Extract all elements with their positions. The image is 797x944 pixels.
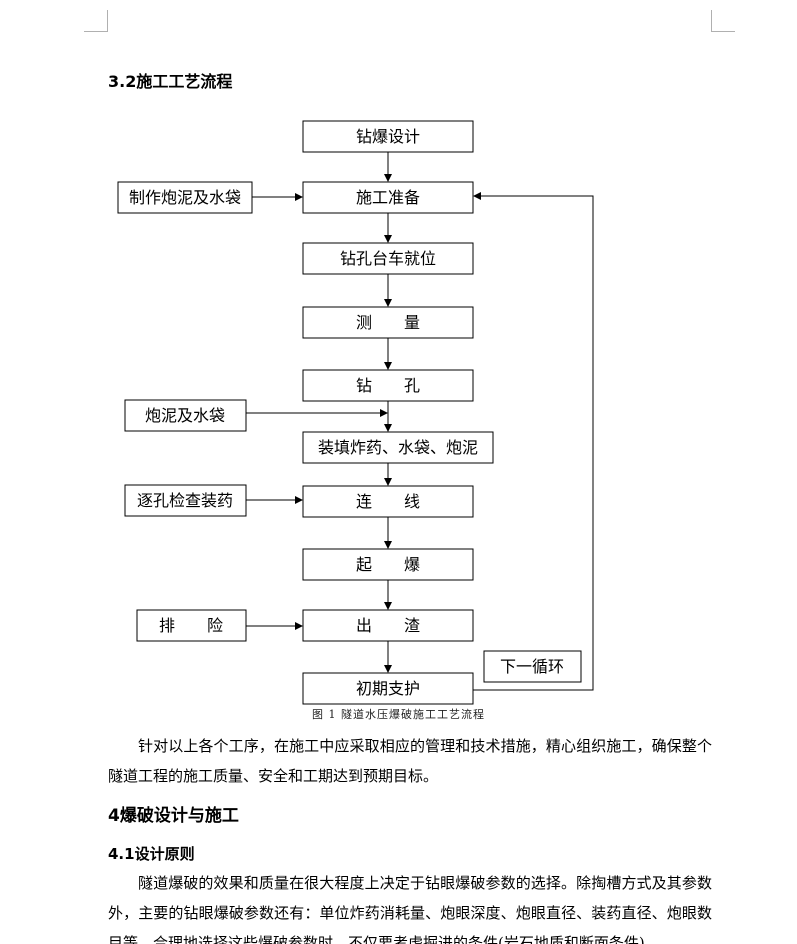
svg-text:炮泥及水袋: 炮泥及水袋 — [145, 406, 225, 425]
step-initial-support: 初期支护 — [302, 672, 474, 705]
page-corner-mark — [711, 31, 735, 32]
body-paragraph: 针对以上各个工序，在施工中应采取相应的管理和技术措施，精心组织施工，确保整个隧道… — [108, 737, 712, 785]
step-construction-prep: 施工准备 — [302, 181, 474, 214]
step-mucking: 出 渣 — [302, 609, 474, 642]
svg-text:装填炸药、水袋、炮泥: 装填炸药、水袋、炮泥 — [318, 438, 478, 457]
section-heading-4-1: 4.1设计原则 — [108, 845, 195, 863]
svg-text:连 线: 连 线 — [356, 492, 420, 511]
flow-arrows — [246, 152, 594, 691]
loop-label-next-cycle: 下一循环 — [483, 650, 582, 683]
input-stemming-waterbags: 炮泥及水袋 — [124, 399, 247, 432]
page-corner-mark — [84, 31, 108, 32]
input-scaling: 排 险 — [136, 609, 247, 642]
step-survey: 测 量 — [302, 306, 474, 339]
svg-text:测 量: 测 量 — [356, 313, 420, 332]
input-make-stemming-waterbags: 制作炮泥及水袋 — [117, 181, 253, 214]
input-check-charging: 逐孔检查装药 — [124, 484, 247, 517]
svg-text:排 险: 排 险 — [159, 616, 223, 635]
section-heading-3-2: 3.2施工工艺流程 — [108, 72, 233, 91]
svg-text:起 爆: 起 爆 — [356, 555, 420, 574]
section-heading-4: 4爆破设计与施工 — [108, 806, 239, 826]
svg-text:逐孔检查装药: 逐孔检查装药 — [137, 491, 233, 510]
step-wiring: 连 线 — [302, 485, 474, 518]
svg-text:钻爆设计: 钻爆设计 — [356, 127, 420, 146]
svg-text:施工准备: 施工准备 — [356, 188, 420, 207]
figure-caption: 图 1 隧道水压爆破施工工艺流程 — [312, 708, 485, 721]
page-corner-mark — [107, 10, 108, 32]
step-drilling: 钻 孔 — [302, 369, 474, 402]
svg-text:钻孔台车就位: 钻孔台车就位 — [340, 249, 436, 268]
step-charging: 装填炸药、水袋、炮泥 — [302, 431, 494, 464]
svg-text:钻 孔: 钻 孔 — [356, 376, 420, 395]
step-detonation: 起 爆 — [302, 548, 474, 581]
step-drill-jumbo-positioning: 钻孔台车就位 — [302, 242, 474, 275]
step-drill-blast-design: 钻爆设计 — [302, 120, 474, 153]
svg-text:制作炮泥及水袋: 制作炮泥及水袋 — [129, 188, 241, 207]
svg-text:初期支护: 初期支护 — [356, 679, 420, 698]
page-corner-mark — [711, 10, 712, 32]
body-paragraph: 隧道爆破的效果和质量在很大程度上决定于钻眼爆破参数的选择。除掏槽方式及其参数外，… — [108, 874, 712, 944]
svg-text:出 渣: 出 渣 — [356, 616, 420, 635]
svg-text:下一循环: 下一循环 — [500, 657, 564, 676]
